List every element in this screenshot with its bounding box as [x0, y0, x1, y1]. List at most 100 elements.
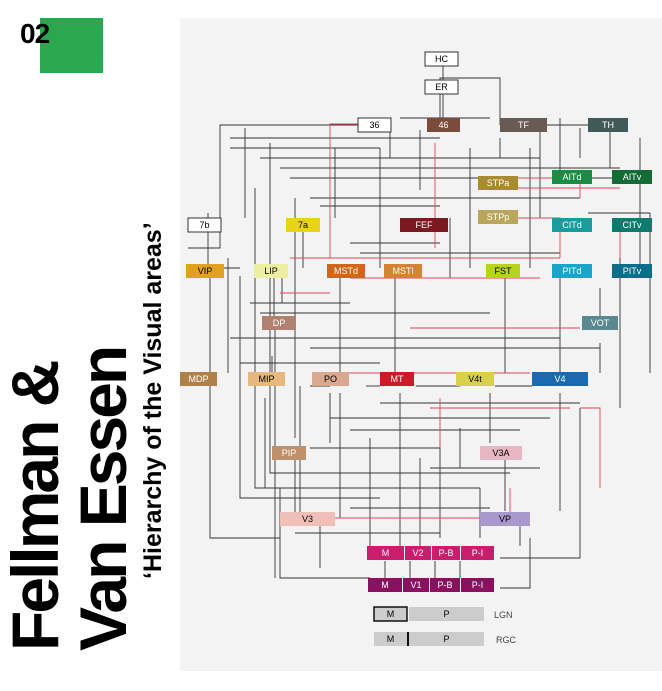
area-mt: MT: [380, 372, 414, 386]
area-label: V2: [412, 548, 423, 558]
area-label: MDP: [189, 374, 209, 384]
area-pitd: PITd: [552, 264, 592, 278]
area-label: LIP: [264, 266, 278, 276]
area-label: V4: [554, 374, 565, 384]
area-label: V3: [302, 514, 313, 524]
area-th: TH: [588, 118, 628, 132]
slide-number: 02: [20, 18, 50, 49]
area-label: M: [381, 580, 389, 590]
area-stpp: STPp: [478, 210, 518, 224]
area-label: P-B: [438, 548, 453, 558]
area-mip: MIP: [248, 372, 285, 386]
area-vot: VOT: [582, 316, 618, 330]
area-v1-m: M: [368, 578, 402, 592]
area-label: P-I: [472, 580, 484, 590]
area-mdp: MDP: [180, 372, 217, 386]
area-label: AITd: [562, 172, 581, 182]
area-label: FEF: [416, 220, 434, 230]
area-label: V1: [410, 580, 421, 590]
area-v2: V2: [405, 546, 431, 560]
area-v1: V1: [403, 578, 429, 592]
subtitle: ‘Hierarchy of the Visual areas’: [139, 222, 167, 579]
area-label: MIP: [258, 374, 274, 384]
area-label: V4t: [468, 374, 482, 384]
area-label: HC: [435, 54, 448, 64]
area-aitd: AITd: [552, 170, 592, 184]
area-label: M: [387, 609, 395, 619]
area-label: STPa: [487, 178, 510, 188]
area-label: PO: [324, 374, 337, 384]
area-v4t: V4t: [456, 372, 494, 386]
area-label: P-I: [472, 548, 484, 558]
area-v2-pi: P-I: [461, 546, 494, 560]
area-label: 7b: [199, 220, 209, 230]
area-rgc-p: P: [409, 632, 484, 646]
area-label: DP: [273, 318, 286, 328]
area-label: 36: [369, 120, 379, 130]
area-pitv: PITv: [612, 264, 652, 278]
area-hc: HC: [424, 51, 459, 67]
area-vp: VP: [480, 512, 530, 526]
area-label: PIP: [282, 448, 297, 458]
area-v3a: V3A: [480, 446, 522, 460]
area-fst: FST: [486, 264, 520, 278]
area-rgc-m: M: [374, 632, 407, 646]
area-label: CITv: [623, 220, 642, 230]
connections-red: [280, 123, 621, 526]
area-label: VP: [499, 514, 511, 524]
area-label: MSTd: [334, 266, 358, 276]
area-46: 46: [427, 118, 460, 132]
area-label: LGN: [494, 610, 513, 620]
area-mstl: MSTl: [384, 264, 422, 278]
area-7b: 7b: [187, 217, 222, 233]
area-tf: TF: [500, 118, 547, 132]
area-label: V3A: [492, 448, 509, 458]
area-label: P: [443, 609, 449, 619]
area-label: MT: [391, 374, 404, 384]
area-label: TH: [602, 120, 614, 130]
area-lgn-p: P: [409, 607, 484, 621]
area-label: VOT: [591, 318, 610, 328]
area-label: STPp: [487, 212, 510, 222]
lgn-label: LGN: [494, 610, 513, 620]
area-vip: VIP: [186, 264, 224, 278]
title-line-2: Van Essen: [66, 347, 140, 651]
area-label: AITv: [623, 172, 642, 182]
area-label: 46: [438, 120, 448, 130]
area-label: P: [443, 634, 449, 644]
area-label: VIP: [198, 266, 213, 276]
rgc-label: RGC: [496, 635, 517, 645]
area-aitv: AITv: [612, 170, 652, 184]
area-label: PITd: [562, 266, 581, 276]
area-v1-pb: P-B: [430, 578, 460, 592]
area-pip: PIP: [272, 446, 306, 460]
rgc-divider: [407, 632, 409, 646]
area-label: FST: [495, 266, 513, 276]
area-36: 36: [357, 117, 392, 133]
area-label: ER: [435, 82, 448, 92]
area-po: PO: [312, 372, 349, 386]
diagram-panel: [180, 18, 662, 671]
area-citv: CITv: [612, 218, 652, 232]
area-label: M: [382, 548, 390, 558]
connections: [188, 66, 651, 589]
areas-layer: HC ER 36 46 TF TH STPa STPp AITd AITv CI…: [180, 51, 652, 646]
area-fef: FEF: [400, 218, 448, 232]
area-label: TF: [518, 120, 529, 130]
area-stpa: STPa: [478, 176, 518, 190]
area-mstd: MSTd: [327, 264, 365, 278]
area-v3: V3: [280, 512, 335, 526]
area-er: ER: [424, 79, 459, 95]
area-citd: CITd: [552, 218, 592, 232]
area-label: MSTl: [393, 266, 414, 276]
area-label: PITv: [623, 266, 642, 276]
area-label: 7a: [298, 220, 308, 230]
area-label: CITd: [562, 220, 582, 230]
area-v2-pb: P-B: [432, 546, 460, 560]
area-v4: V4: [532, 372, 588, 386]
area-lgn-m: M: [373, 606, 408, 622]
slide-number-badge: [40, 18, 103, 73]
area-v2-m: M: [367, 546, 404, 560]
area-lip: LIP: [254, 264, 288, 278]
area-label: RGC: [496, 635, 517, 645]
